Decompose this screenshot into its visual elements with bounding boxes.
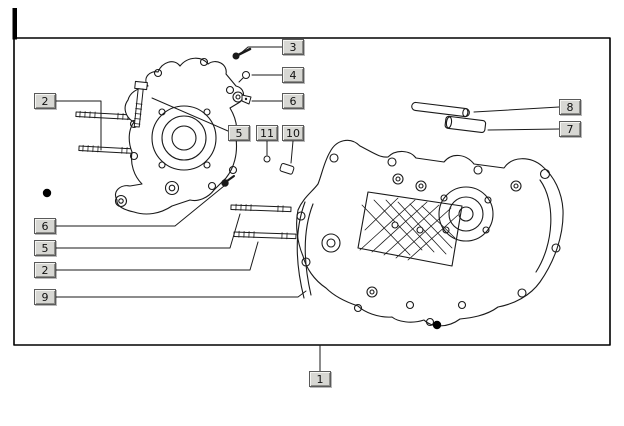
stud-bolts-left: [75, 110, 138, 155]
bracket-item-6: [241, 94, 252, 105]
reference-dot-left: [42, 188, 52, 198]
callout-4[interactable]: 4: [282, 67, 304, 83]
callout-3[interactable]: 3: [282, 39, 304, 55]
flange-bolt: [133, 80, 148, 128]
callout-11[interactable]: 11: [256, 125, 278, 141]
callout-1[interactable]: 1: [309, 371, 331, 387]
screw-item-3: [232, 47, 252, 60]
clip-item-4: [238, 71, 250, 83]
callout-6-top[interactable]: 6: [282, 93, 304, 109]
right-crankcase-half: [296, 139, 564, 327]
callout-9[interactable]: 9: [34, 289, 56, 305]
left-crankcase-half: [114, 57, 245, 215]
reference-dot-right: [432, 320, 442, 330]
callout-6-left[interactable]: 6: [34, 218, 56, 234]
callout-8[interactable]: 8: [559, 99, 581, 115]
callout-5-left[interactable]: 5: [34, 240, 56, 256]
sleeve-item-10: [279, 163, 295, 175]
stud-bolts-middle: [230, 203, 297, 240]
leader-lines: [55, 46, 560, 372]
callout-7[interactable]: 7: [559, 121, 581, 137]
callout-2-top[interactable]: 2: [34, 93, 56, 109]
callout-10[interactable]: 10: [282, 125, 304, 141]
dowel-pins: [411, 101, 487, 134]
callout-5-top[interactable]: 5: [228, 125, 250, 141]
screw-item-6-lower: [221, 175, 235, 187]
small-parts: [221, 47, 295, 187]
ball-item-11: [263, 155, 271, 163]
callout-2-left[interactable]: 2: [34, 262, 56, 278]
drawing-frame: [12, 8, 611, 346]
